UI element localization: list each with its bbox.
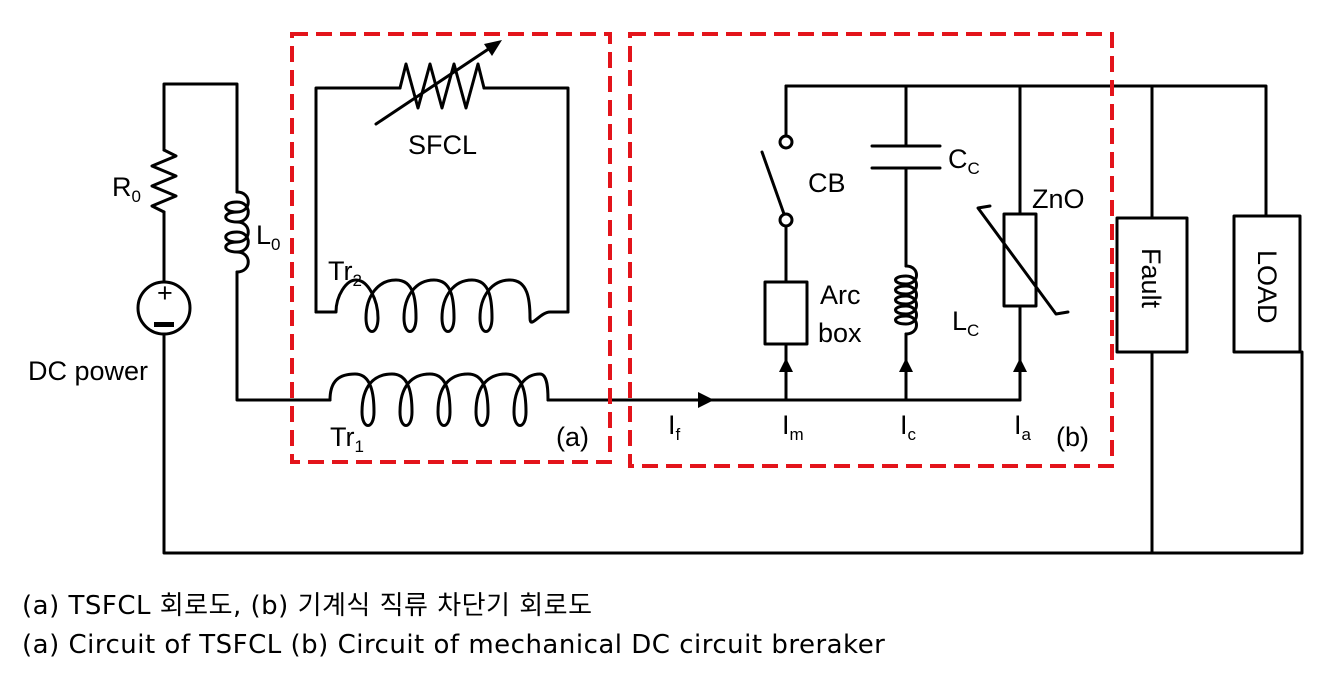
label-load: LOAD — [1252, 250, 1282, 324]
label-tr2: Tr2 — [328, 256, 362, 290]
arc-box — [763, 280, 809, 346]
label-cb: CB — [808, 168, 846, 198]
inductor-l0 — [224, 190, 250, 274]
label-cc: CC — [948, 144, 980, 178]
label-fault: Fault — [1136, 248, 1166, 309]
arrow-ia — [1013, 358, 1027, 372]
arrow-if — [698, 392, 714, 408]
capacitor-cc — [870, 144, 942, 170]
minus-sign — [154, 322, 174, 327]
label-dc-power: DC power — [28, 356, 148, 386]
label-arc: Arc — [820, 280, 861, 310]
label-box: box — [818, 318, 862, 348]
cb-contact-top — [778, 134, 794, 150]
resistor-r0 — [150, 148, 178, 214]
label-ic: Ic — [900, 410, 917, 444]
zno-symbol-line — [976, 204, 1070, 316]
coil-tr2 — [314, 278, 570, 333]
wire-r0-top — [162, 82, 239, 192]
sfcl-variable-arrow — [374, 42, 498, 126]
arrow-ic — [899, 358, 913, 372]
label-zno: ZnO — [1032, 184, 1085, 214]
source-plus: + — [157, 278, 173, 308]
wire-l0-to-tr1 — [235, 270, 332, 402]
label-r0: R0 — [112, 172, 141, 206]
dashed-box-breaker — [628, 32, 1114, 468]
cb-switch-blade — [760, 150, 786, 216]
label-im: Im — [782, 410, 804, 444]
coil-tr1 — [328, 372, 550, 427]
figure-caption-english: (a) Circuit of TSFCL (b) Circuit of mech… — [22, 630, 886, 660]
label-panel-a: (a) — [556, 422, 589, 452]
wire-top-bus — [784, 84, 1268, 218]
label-l0: L0 — [256, 220, 281, 254]
zno-varistor — [1002, 212, 1038, 308]
label-lc: LC — [952, 306, 979, 340]
label-panel-b: (b) — [1056, 422, 1089, 452]
load-box — [1232, 214, 1302, 354]
label-tr1: Tr1 — [330, 422, 364, 456]
figure-caption-korean: (a) TSFCL 회로도, (b) 기계식 직류 차단기 회로도 — [22, 591, 593, 621]
cb-contact-bottom — [778, 212, 794, 228]
label-ia: Ia — [1014, 410, 1032, 444]
resistor-sfcl — [398, 62, 486, 110]
sfcl-arrow-head — [484, 40, 502, 56]
label-if: If — [668, 410, 681, 444]
dashed-box-tsfcl — [290, 32, 612, 464]
arrow-im — [779, 358, 793, 372]
label-sfcl: SFCL — [408, 130, 477, 160]
wire-source-bottom — [162, 332, 1304, 555]
inductor-lc — [894, 264, 918, 336]
wire-tr2-loop — [314, 86, 570, 314]
